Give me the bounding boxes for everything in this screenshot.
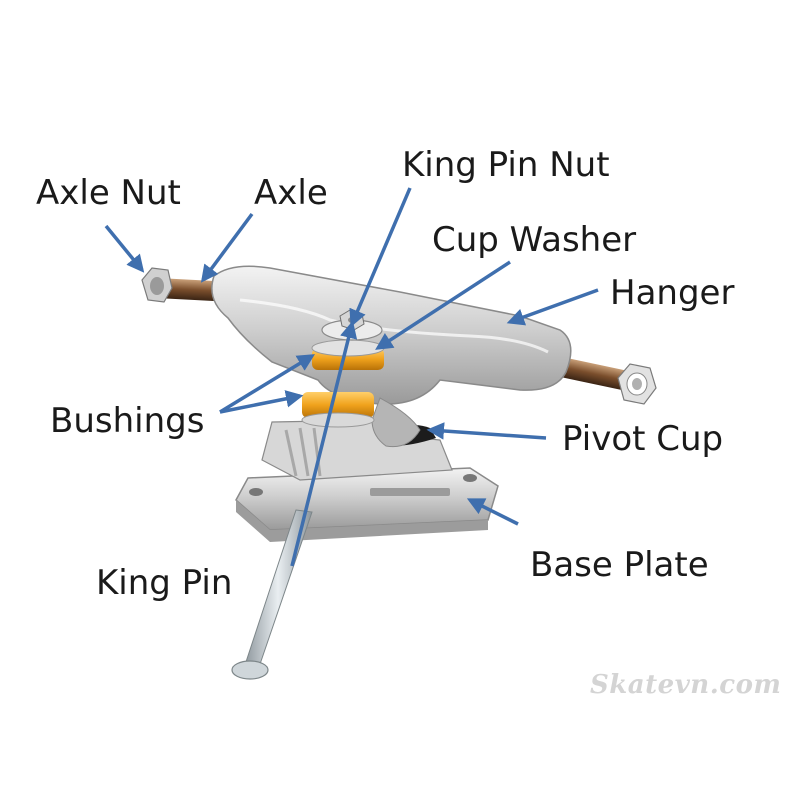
label-bushings: Bushings: [50, 401, 205, 441]
axle-nut-left: [141, 267, 173, 303]
arrow-cup-washer: [375, 260, 511, 350]
arrow-king-pin: [290, 320, 358, 567]
arrow-hanger: [506, 288, 599, 326]
arrow-bushings-top: [219, 354, 315, 414]
axle-nut-right: [617, 363, 657, 405]
label-axle: Axle: [254, 173, 328, 213]
hanger: [211, 265, 572, 448]
bushing-top: [311, 339, 385, 370]
label-king-pin: King Pin: [96, 563, 233, 603]
label-cup-washer: Cup Washer: [432, 220, 637, 260]
arrow-axle-nut: [104, 224, 145, 273]
arrow-axle: [200, 212, 254, 283]
label-base-plate: Base Plate: [530, 545, 709, 585]
label-pivot-cup: Pivot Cup: [562, 419, 724, 459]
label-axle-nut: Axle Nut: [36, 173, 181, 213]
arrow-pivot-cup: [426, 422, 547, 440]
arrow-king-pin-nut: [349, 187, 412, 328]
arrow-base-plate: [466, 498, 519, 526]
callout-arrows: [104, 187, 599, 567]
base-plate: [235, 419, 499, 542]
label-king-pin-nut: King Pin Nut: [402, 145, 610, 185]
watermark: Skatevn.com: [590, 670, 782, 700]
label-hanger: Hanger: [610, 273, 735, 313]
arrow-bushings-bottom: [219, 390, 304, 414]
bushing-bottom: [301, 392, 375, 428]
